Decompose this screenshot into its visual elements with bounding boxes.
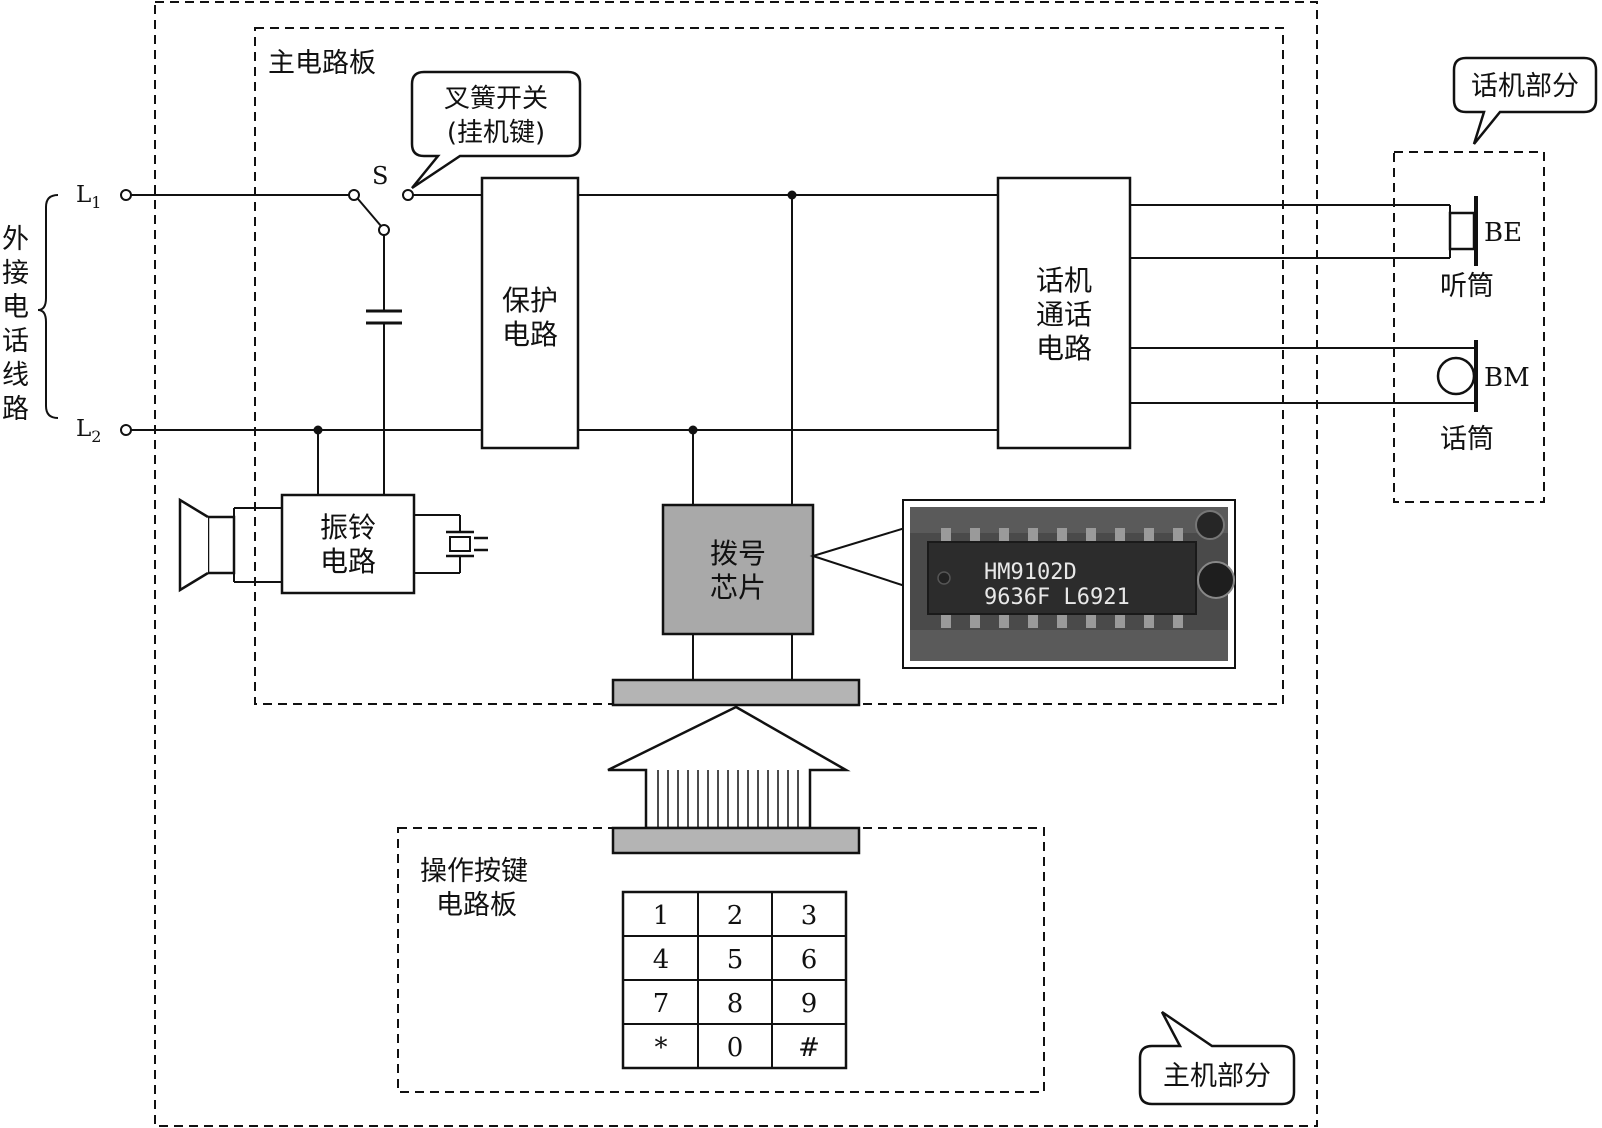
external-line-brace: [37, 194, 59, 419]
main-circuit-board: [254, 27, 1284, 705]
buzzer-icon: [414, 514, 488, 574]
external-line-char-3: 电: [2, 292, 29, 323]
external-line-char-2: 接: [2, 258, 29, 289]
junction-bottom-bus-chip: [688, 425, 698, 435]
terminal-l1: [120, 189, 132, 201]
chip-photo-callout: [809, 526, 906, 588]
ringer-circuit-label-line1: 振铃: [320, 511, 376, 544]
key-star[interactable]: *: [655, 1033, 668, 1063]
key-2[interactable]: 2: [727, 901, 744, 931]
keypad-board-connector: [611, 826, 861, 855]
key-9[interactable]: 9: [801, 989, 818, 1019]
switch-contact-left: [348, 189, 360, 201]
chip-photo: HM9102D 9636F L6921: [902, 499, 1236, 669]
ringer-circuit-block: [280, 493, 416, 595]
ribbon-cable-arrow: [607, 705, 851, 830]
switch-contact-right: [402, 189, 414, 201]
handset-section-border: [1393, 151, 1545, 503]
external-line-char-6: 路: [2, 394, 29, 425]
key-hash[interactable]: #: [798, 1033, 820, 1063]
ringer-circuit-label-line2: 电路: [320, 545, 376, 578]
junction-top-bus-chip: [787, 190, 797, 200]
l2-label: L2: [76, 416, 101, 446]
handset-section-label: 话机部分: [1471, 71, 1579, 102]
chip-marking-line2: 9636F L6921: [984, 585, 1130, 610]
l1-label: L1: [76, 182, 101, 212]
keypad-board-label-line2: 电路板: [436, 890, 517, 921]
dial-chip-label-line1: 拨号: [710, 537, 766, 570]
receiver-code-label: BE: [1484, 218, 1522, 248]
hook-switch-label-line2: (挂机键): [447, 118, 545, 148]
key-4[interactable]: 4: [653, 945, 670, 975]
key-1[interactable]: 1: [653, 901, 670, 931]
key-3[interactable]: 3: [801, 901, 818, 931]
host-section-label: 主机部分: [1163, 1061, 1271, 1092]
receiver-name-label: 听筒: [1440, 271, 1494, 302]
key-6[interactable]: 6: [801, 945, 818, 975]
host-section-callout: [1138, 1010, 1296, 1106]
key-5[interactable]: 5: [727, 945, 744, 975]
chip-marking-line1: HM9102D: [984, 560, 1077, 585]
host-section-border: [154, 1, 1318, 1127]
key-7[interactable]: 7: [653, 989, 670, 1019]
dial-chip-label-line2: 芯片: [710, 571, 766, 604]
call-circuit-label-line3: 电路: [1036, 332, 1092, 365]
protection-circuit-block: [480, 176, 580, 450]
external-line-char-5: 线: [2, 360, 29, 391]
receiver-icon: [1448, 196, 1478, 266]
hook-switch-callout: [410, 70, 582, 190]
external-line-char-1: 外: [2, 224, 29, 255]
key-0[interactable]: 0: [727, 1033, 744, 1063]
protection-circuit-label-line1: 保护: [502, 284, 558, 317]
hook-switch-label-line1: 叉簧开关: [444, 84, 548, 114]
keypad: 1 2 3 4 5 6 7 8 9 * 0 #: [621, 890, 848, 1070]
protection-circuit-label-line2: 电路: [502, 318, 558, 351]
switch-s-label: S: [372, 162, 388, 190]
main-board-connector: [611, 678, 861, 707]
dial-chip-block: [661, 503, 815, 636]
microphone-code-label: BM: [1484, 363, 1530, 393]
key-8[interactable]: 8: [727, 989, 744, 1019]
call-circuit-label-line1: 话机: [1036, 264, 1092, 297]
junction-l2-ringer: [313, 425, 323, 435]
microphone-icon: [1436, 340, 1478, 412]
keypad-board-label-line1: 操作按键: [420, 856, 528, 887]
main-board-label: 主电路板: [268, 48, 376, 79]
call-circuit-label-line2: 通话: [1036, 298, 1092, 331]
speaker-icon: [178, 497, 282, 593]
switch-contact-lower: [378, 224, 390, 236]
microphone-name-label: 话筒: [1440, 424, 1494, 455]
external-line-char-4: 话: [2, 326, 29, 357]
handset-section-callout: [1452, 56, 1598, 145]
call-circuit-block: [996, 176, 1132, 450]
switch-blade: [357, 198, 382, 227]
terminal-l2: [120, 424, 132, 436]
